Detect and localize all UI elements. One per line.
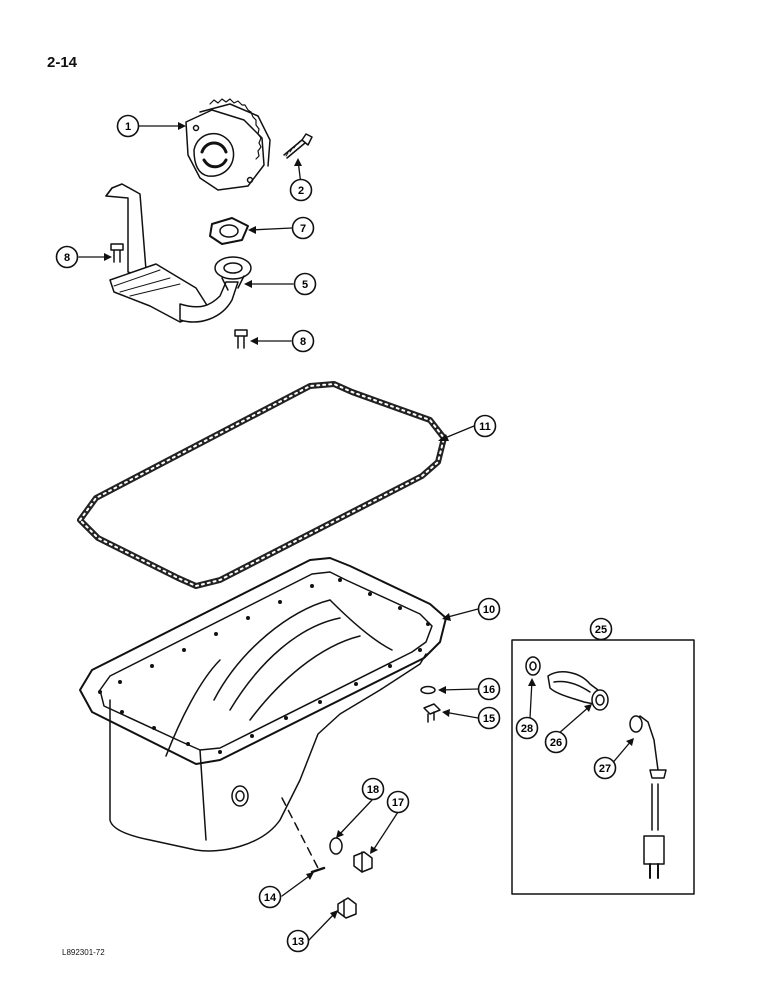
pickup-gasket: [209, 217, 249, 245]
callout-label: 27: [599, 763, 611, 775]
callout-2: 2: [289, 178, 313, 202]
heater-washer: [525, 656, 541, 676]
callout-circle: [473, 414, 497, 438]
callout-circle: [361, 777, 385, 801]
callout-circle: [515, 716, 539, 740]
drain-washer: [329, 837, 343, 855]
callout-label: 26: [550, 737, 562, 749]
callout-label: 28: [521, 723, 533, 735]
callout-11: 11: [473, 414, 497, 438]
bolt-2: [283, 133, 313, 159]
callout-label: 13: [292, 936, 304, 948]
callout-14: 14: [258, 885, 282, 909]
callout-5: 5: [293, 272, 317, 296]
callout-8b: 8: [291, 329, 315, 353]
callout-label: 17: [392, 797, 404, 809]
callout-15: 15: [477, 706, 501, 730]
callout-label: 25: [595, 624, 607, 636]
callout-label: 10: [483, 604, 495, 616]
callout-circle: [477, 677, 501, 701]
callout-28: 28: [515, 716, 539, 740]
callout-circle: [293, 272, 317, 296]
screw-8-upper: [110, 243, 124, 263]
callout-label: 7: [300, 223, 306, 235]
callout-circle: [289, 178, 313, 202]
callout-label: 1: [125, 121, 131, 133]
callout-label: 8: [64, 252, 70, 264]
drawing-code: L892301-72: [62, 948, 105, 957]
callout-circle: [291, 329, 315, 353]
callout-circle: [386, 790, 410, 814]
callout-circle: [286, 929, 310, 953]
callout-25: 25: [589, 617, 613, 641]
callout-circle: [477, 706, 501, 730]
oil-pickup-tube: [105, 183, 252, 323]
washer-16: [420, 685, 436, 695]
callout-17: 17: [386, 790, 410, 814]
heater-cord: [629, 715, 667, 879]
callout-circle: [116, 114, 140, 138]
callout-circle: [544, 730, 568, 754]
callout-label: 11: [479, 421, 491, 433]
callout-10: 10: [477, 597, 501, 621]
callout-13: 13: [286, 929, 310, 953]
callout-label: 5: [302, 279, 308, 291]
callout-18: 18: [361, 777, 385, 801]
callout-label: 16: [483, 684, 495, 696]
callout-circle: [258, 885, 282, 909]
callout-8a: 8: [55, 245, 79, 269]
callout-circle: [291, 216, 315, 240]
callout-circle: [477, 597, 501, 621]
leader-lines: [78, 125, 633, 941]
callout-26: 26: [544, 730, 568, 754]
callout-label: 2: [298, 185, 304, 197]
page-number: 2-14: [47, 54, 78, 71]
drain-path-line: [281, 797, 319, 869]
callout-27: 27: [593, 756, 617, 780]
leader-arrowheads: [104, 122, 634, 919]
callout-16: 16: [477, 677, 501, 701]
callout-label: 8: [300, 336, 306, 348]
callout-circle: [589, 617, 613, 641]
callout-label: 18: [367, 784, 379, 796]
bolt-15: [423, 703, 441, 723]
callout-circle: [593, 756, 617, 780]
drain-plug: [353, 851, 373, 873]
callout-1: 1: [116, 114, 140, 138]
callout-label: 15: [483, 713, 495, 725]
oil-pan-gasket: [77, 381, 447, 589]
block-heater-element: [547, 671, 609, 711]
callout-label: 14: [264, 892, 277, 904]
callout-7: 7: [291, 216, 315, 240]
drain-pin: [310, 866, 326, 874]
oil-pan: [79, 557, 447, 852]
callout-circle: [55, 245, 79, 269]
fitting-13: [337, 897, 357, 919]
screw-8-lower: [234, 329, 248, 349]
oil-pump: [185, 98, 271, 191]
